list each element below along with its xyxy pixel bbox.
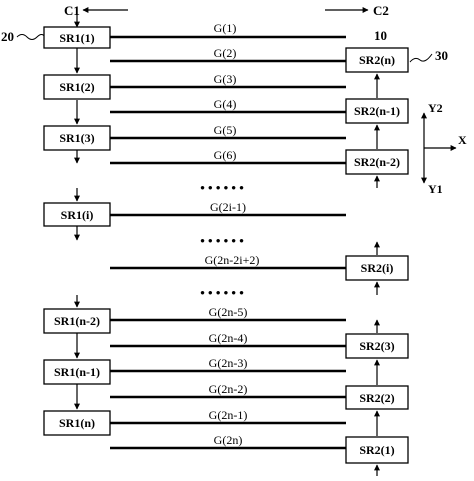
right-register-box (345, 149, 409, 175)
gate-line-label: G(6) (214, 148, 237, 162)
right-register-box (345, 333, 409, 359)
gate-line-label: G(2n-3) (209, 356, 248, 370)
left-shift-register-chain (43, 26, 111, 436)
gate-line-label: G(2n-1) (209, 408, 248, 422)
axis-label-y1: Y1 (428, 182, 443, 196)
leader-right-chain (409, 53, 433, 63)
left-register-label: SR1(1) (59, 31, 94, 45)
left-register-box (43, 74, 111, 100)
gate-line-label: G(3) (214, 72, 237, 86)
left-register-box (43, 125, 111, 151)
left-register-label: SR1(3) (59, 131, 94, 145)
left-register-box (43, 26, 111, 49)
right-register-label: SR2(2) (359, 391, 394, 405)
left-register-label: SR1(i) (61, 208, 94, 222)
gate-line-label: G(2n) (214, 433, 243, 447)
left-register-label: SR1(n) (59, 416, 95, 430)
left-register-box (43, 410, 111, 436)
right-register-label: SR2(n-2) (354, 155, 400, 169)
right-register-box (345, 385, 409, 410)
leader-left-chain (16, 34, 46, 40)
right-register-label: SR2(n-1) (354, 104, 400, 118)
axis-label-y2: Y2 (428, 101, 443, 115)
right-register-label: SR2(i) (361, 261, 394, 275)
gate-line-label: G(4) (214, 97, 237, 111)
left-register-box (43, 308, 111, 334)
ref-numeral-right-chain: 30 (435, 48, 448, 63)
clock-label-c2: C2 (373, 3, 389, 18)
right-register-box (345, 255, 409, 281)
gate-line-label: G(2) (214, 46, 237, 60)
right-register-label: SR2(1) (359, 443, 394, 457)
right-register-box (345, 436, 409, 464)
right-shift-register-chain (345, 47, 409, 464)
gate-line-label: G(2n-5) (209, 305, 248, 319)
right-register-label: SR2(n) (359, 53, 395, 67)
gate-line-label: G(2n-2) (209, 382, 248, 396)
ref-numeral-gate-line: 10 (374, 28, 387, 43)
gate-line-label: G(2n-2i+2) (205, 253, 260, 267)
right-register-box (345, 47, 409, 73)
gate-line-label: G(2n-4) (209, 331, 248, 345)
ref-numeral-left-chain: 20 (1, 29, 14, 44)
clock-label-c1: C1 (64, 3, 80, 18)
ellipsis: • • • • • • (200, 180, 244, 195)
left-register-label: SR1(n-2) (54, 314, 100, 328)
axis-label-x: X (458, 133, 467, 147)
left-register-label: SR1(n-1) (54, 365, 100, 379)
left-register-box (43, 359, 111, 385)
left-register-box (43, 202, 111, 227)
right-register-label: SR2(3) (359, 339, 394, 353)
gate-line-label: G(2i-1) (210, 200, 246, 214)
gate-lines (110, 35, 346, 450)
gate-line-label: G(5) (214, 123, 237, 137)
ellipsis: • • • • • • (200, 233, 244, 248)
gate-line-label: G(1) (214, 21, 237, 35)
right-register-box (345, 98, 409, 124)
left-register-label: SR1(2) (59, 80, 94, 94)
ellipsis: • • • • • • (200, 285, 244, 300)
